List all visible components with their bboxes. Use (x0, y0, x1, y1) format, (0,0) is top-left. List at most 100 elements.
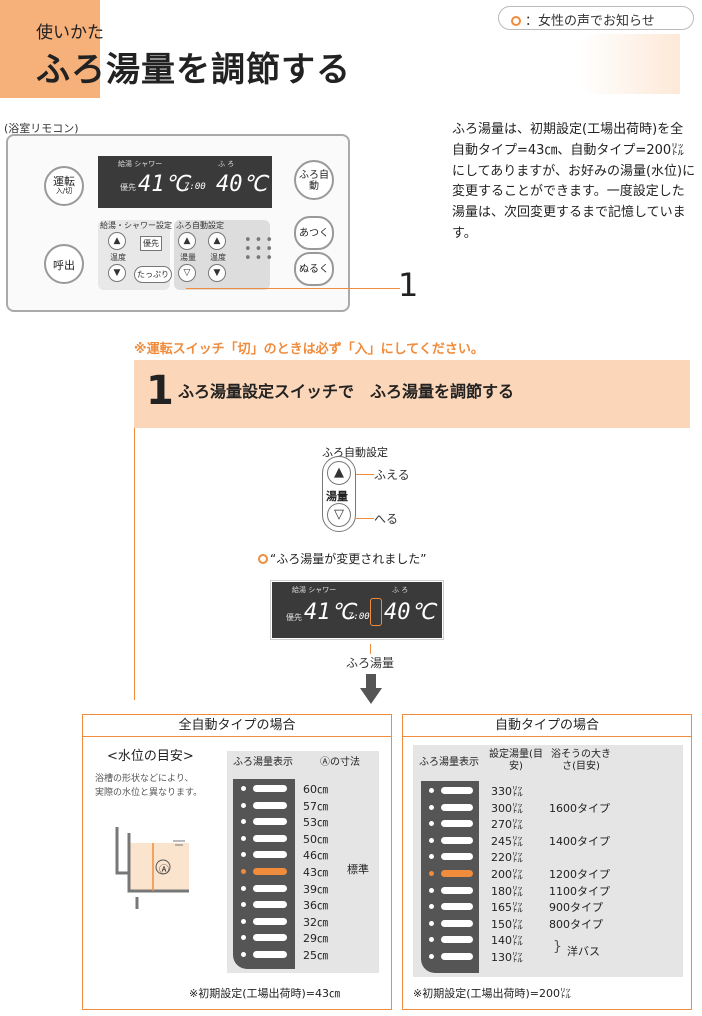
standard-label: 標準 (347, 863, 369, 876)
col-header-display: ふろ湯量表示 (419, 757, 479, 768)
step-number: 1 (146, 368, 174, 414)
lcd-label-left: 給湯 シャワー (292, 586, 337, 594)
power-button-label: 運転 (53, 175, 75, 188)
level-bar (253, 801, 287, 809)
voice-icon (511, 16, 521, 26)
dimension-value: 60㎝ (303, 783, 328, 796)
full-auto-panel: 全自動タイプの場合 <水位の目安> 浴槽の形状などにより、 実際の水位と異なりま… (82, 714, 392, 1010)
down-arrow-icon: ▼ (208, 264, 226, 282)
auto-footnote: ※初期設定(工場出荷時)=200㍑ (413, 987, 572, 1000)
auto-title: 自動タイプの場合 (403, 715, 691, 737)
tub-size-value: 1600タイプ (549, 801, 610, 815)
bathtub-icon (115, 827, 189, 909)
volume-value: 165㍑ (491, 901, 523, 915)
level-dot (241, 918, 246, 924)
decrease-label: へる (374, 512, 399, 526)
volume-value: 180㍑ (491, 884, 523, 898)
lcd-time: 7:00 (184, 182, 206, 192)
remote-caption: (浴室リモコン) (4, 122, 79, 135)
level-dot (429, 937, 434, 943)
level-bar (441, 820, 473, 828)
temp-label-right: 温度 (210, 253, 226, 262)
callout-number: 1 (398, 266, 419, 304)
bath-remote-illustration: 運転 入/切 呼出 給湯 シャワー ふ ろ 優先 41℃ 7:00 40℃ 給湯… (6, 134, 350, 312)
level-bar (441, 853, 473, 861)
step-header-box (134, 360, 690, 428)
switch-title: ふろ自動設定 (322, 446, 388, 459)
dimension-value: 36㎝ (303, 899, 328, 913)
level-bar (253, 818, 287, 826)
volume-value: 130㍑ (491, 951, 523, 964)
level-bar (253, 901, 287, 909)
level-bar (253, 917, 287, 925)
level-bar (441, 787, 473, 794)
down-arrow-icon (360, 674, 382, 704)
level-bar (253, 851, 287, 859)
header-decoration (580, 34, 680, 94)
lcd-caption: ふろ湯量 (346, 656, 395, 670)
priority-button: 優先 (140, 236, 162, 251)
level-dot (429, 904, 434, 910)
tappuri-button: たっぷり (134, 266, 172, 283)
col-header-display: ふろ湯量表示 (233, 757, 293, 768)
level-dot (429, 821, 434, 827)
volume-value: 200㍑ (491, 868, 523, 881)
volume-value: 150㍑ (491, 917, 523, 931)
dimension-value: 46㎝ (303, 849, 328, 863)
tub-size-value: 800タイプ (549, 917, 603, 931)
level-dot (429, 871, 434, 876)
tub-size-value: 1100タイプ (549, 884, 610, 898)
volume-value: 270㍑ (491, 818, 523, 832)
up-arrow-icon: ▲ (327, 461, 351, 485)
volume-value: 300㍑ (491, 801, 523, 815)
down-arrow-icon: ▽ (178, 264, 196, 282)
lcd-priority: 優先 (120, 183, 136, 192)
down-arrow-icon: ▽ (327, 503, 351, 527)
lcd-temp-left: 41℃ (138, 172, 190, 197)
level-bar (441, 886, 473, 894)
voice-notice-label: ：女性の声でお知らせ (525, 14, 655, 29)
water-level-note-1: 浴槽の形状などにより、 (95, 774, 194, 784)
level-dot (241, 885, 246, 891)
remote-lcd: 給湯 シャワー ふ ろ 優先 41℃ 7:00 40℃ (98, 156, 272, 208)
col-header-dimension: Ⓐの寸法 (320, 757, 360, 768)
level-dot (241, 835, 246, 841)
level-dot (241, 902, 246, 908)
volume-value: 220㍑ (491, 851, 523, 865)
col-header-tub-size: 浴そうの大きさ(目安) (551, 749, 611, 772)
switch-label: 湯量 (326, 490, 348, 503)
call-button: 呼出 (44, 244, 84, 284)
dimension-value: 39㎝ (303, 882, 328, 896)
level-dot (241, 852, 246, 858)
level-dot (429, 837, 434, 843)
level-dot (241, 786, 246, 791)
level-dot (241, 869, 246, 874)
level-bar (253, 884, 287, 892)
up-arrow-icon: ▲ (108, 232, 126, 250)
description-text: ふろ湯量は、初期設定(工場出荷時)を全自動タイプ=43㎝、自動タイプ=200㍑に… (452, 122, 696, 241)
level-dot (429, 920, 434, 926)
bath-setting-label: ふろ自動設定 (176, 221, 224, 230)
level-bar (441, 803, 473, 811)
level-dot (241, 952, 246, 957)
tub-size-value: 1400タイプ (549, 834, 610, 848)
dimension-marker: Ⓐ (159, 865, 169, 876)
power-button-sublabel: 入/切 (55, 187, 73, 196)
volume-value: 245㍑ (491, 834, 523, 848)
lcd-temp-right: 40℃ (384, 600, 436, 625)
volume-switch-illustration: ▲ ▽ (322, 456, 356, 532)
level-bar (441, 919, 473, 927)
title-accent-bar (0, 0, 100, 98)
voice-message: “ふろ湯量が変更されました” (258, 550, 426, 567)
step-guide-line (134, 428, 135, 700)
lcd-time: 7:00 (348, 612, 370, 622)
dimension-value: 32㎝ (303, 915, 328, 929)
up-arrow-icon: ▲ (178, 232, 196, 250)
shower-setting-label: 給湯・シャワー設定 (100, 221, 172, 230)
level-bar (253, 785, 287, 792)
level-bar (253, 951, 287, 958)
volume-value: 140㍑ (491, 934, 523, 948)
western-bath-label: 洋バス (567, 945, 600, 958)
level-dot (429, 887, 434, 893)
lcd-label-left: 給湯 シャワー (118, 160, 163, 168)
